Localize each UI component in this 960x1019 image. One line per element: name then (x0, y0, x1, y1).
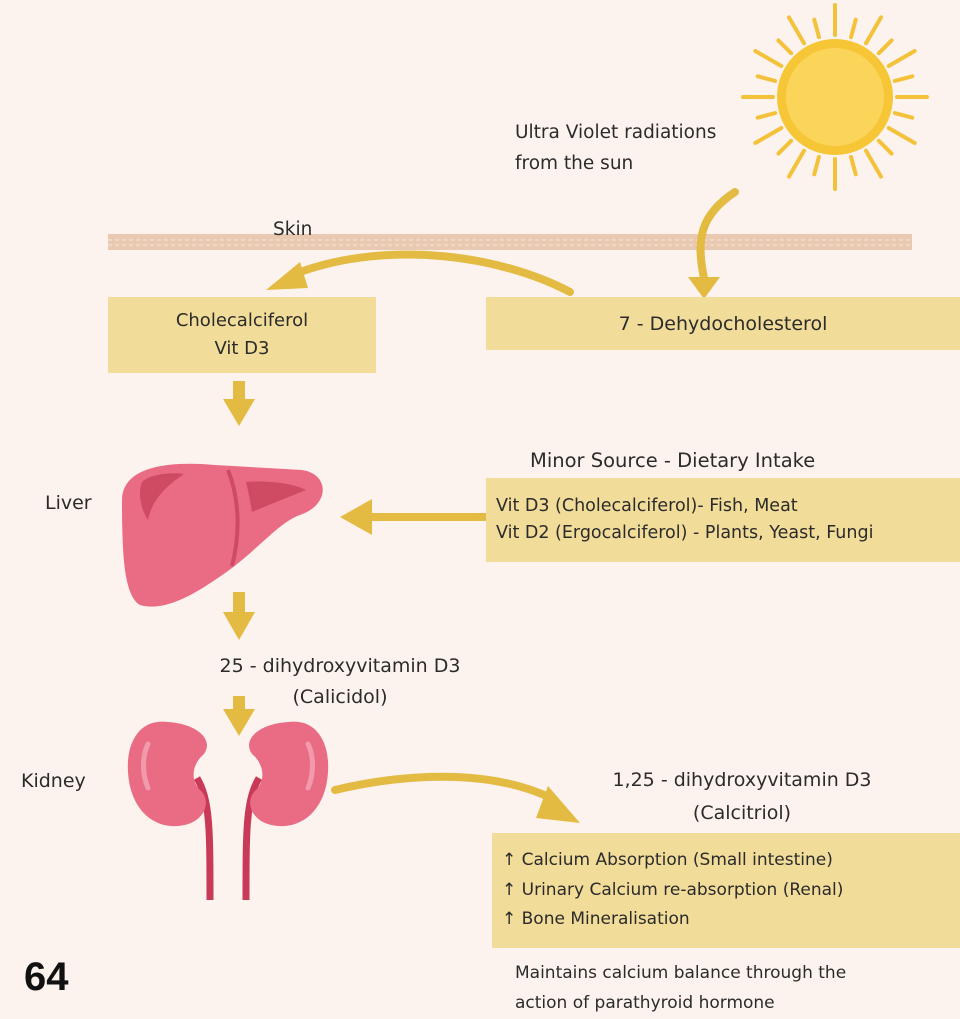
liver-label: Liver (45, 491, 92, 517)
sun-ray (866, 17, 881, 43)
arrow-kidney-to-calcitriol (335, 777, 555, 800)
sun-ray (814, 20, 819, 37)
liver-icon (122, 464, 323, 607)
arrowhead-cholecalciferol (266, 262, 308, 290)
sun-ray (755, 51, 781, 66)
calcitriol-line-2: (Calcitriol) (582, 797, 902, 830)
sun-ray (758, 76, 775, 81)
calcidiol-line-1: 25 - dihydroxyvitamin D3 (190, 651, 490, 682)
kidney-label: Kidney (21, 769, 86, 795)
sun-ray (879, 141, 892, 154)
calcitriol-label: 1,25 - dihydroxyvitamin D3 (Calcitriol) (582, 764, 902, 831)
arrow-dehydro-to-cholecalciferol (300, 255, 570, 292)
arrow-down-1-shaft (233, 381, 245, 399)
footer-line-2: action of parathyroid hormone (515, 989, 846, 1019)
effect-calcium-absorption: ↑ Calcium Absorption (Small intestine) (502, 846, 960, 876)
uv-radiation-label: Ultra Violet radiations from the sun (515, 117, 716, 180)
minor-source-title: Minor Source - Dietary Intake (530, 448, 815, 474)
arrowhead-sun (688, 277, 720, 299)
effect-bone-mineralisation: ↑ Bone Mineralisation (502, 905, 960, 935)
arrow-down-2-shaft (233, 592, 245, 612)
sun-ray (814, 157, 819, 174)
footer-note: Maintains calcium balance through the ac… (515, 959, 846, 1019)
dietary-intake-box: Vit D3 (Cholecalciferol)- Fish, Meat Vit… (486, 478, 960, 562)
uv-radiation-line-1: Ultra Violet radiations (515, 117, 716, 148)
arrow-down-2-head (223, 612, 255, 640)
calcitriol-effects-box: ↑ Calcium Absorption (Small intestine) ↑… (492, 833, 960, 948)
sun-ray (851, 20, 856, 37)
sun-ray (879, 40, 892, 53)
kidney-icon (128, 722, 328, 900)
sun-ray (789, 17, 804, 43)
dehydrocholesterol-label: 7 - Dehydocholesterol (619, 313, 828, 335)
calcitriol-line-1: 1,25 - dihydroxyvitamin D3 (582, 764, 902, 797)
sun-ray (851, 157, 856, 174)
dehydrocholesterol-box: 7 - Dehydocholesterol (486, 297, 960, 350)
sun-ray (895, 113, 912, 118)
effect-urinary-reabsorption: ↑ Urinary Calcium re-absorption (Renal) (502, 876, 960, 906)
arrow-dietary-to-liver-shaft (368, 513, 486, 521)
cholecalciferol-box: Cholecalciferol Vit D3 (108, 297, 376, 373)
sun-ray (789, 151, 804, 177)
sun-ray (889, 128, 915, 143)
sun-ray (778, 141, 791, 154)
arrowhead-liver (340, 499, 372, 535)
sun-ray (758, 113, 775, 118)
calcidiol-line-2: (Calicidol) (190, 682, 490, 713)
cholecalciferol-line-1: Cholecalciferol (176, 307, 308, 335)
sun-ray (778, 40, 791, 53)
page-number: 64 (24, 955, 69, 1000)
dietary-line-vit-d2: Vit D2 (Ergocalciferol) - Plants, Yeast,… (496, 520, 960, 547)
skin-label: Skin (273, 218, 312, 243)
cholecalciferol-line-2: Vit D3 (214, 335, 269, 363)
footer-line-1: Maintains calcium balance through the (515, 959, 846, 989)
sun-ray (889, 51, 915, 66)
sun-ray (755, 128, 781, 143)
sun-ray (895, 76, 912, 81)
calcidiol-label: 25 - dihydroxyvitamin D3 (Calicidol) (190, 651, 490, 714)
skin-band (108, 234, 912, 250)
uv-radiation-line-2: from the sun (515, 148, 716, 179)
sun-icon (743, 5, 927, 189)
arrow-down-1-head (223, 399, 255, 426)
sun-ray (866, 151, 881, 177)
dietary-line-vit-d3: Vit D3 (Cholecalciferol)- Fish, Meat (496, 493, 960, 520)
